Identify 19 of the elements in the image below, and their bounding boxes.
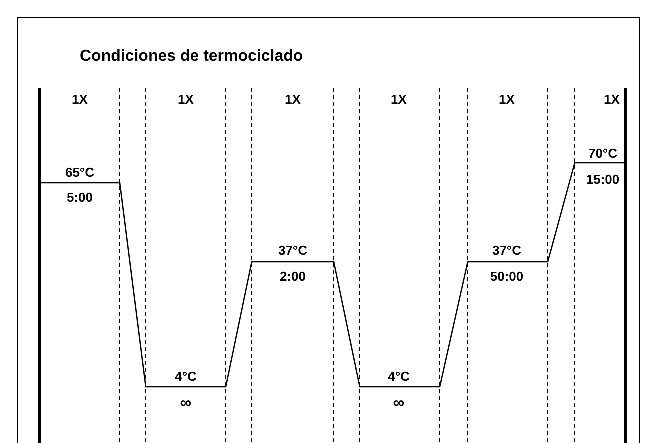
- step-label: 5:00: [66, 190, 94, 206]
- step-label: 4°C: [175, 369, 197, 385]
- cycle-count: 1X: [178, 92, 194, 108]
- step-label: 2:00: [280, 269, 306, 285]
- cycle-count: 1X: [604, 92, 620, 108]
- step-label: ∞: [180, 396, 192, 412]
- cycle-count: 1X: [72, 92, 88, 108]
- step-label: 15:00: [586, 172, 620, 188]
- step-label: ∞: [393, 396, 405, 412]
- step-label: 65°C: [65, 165, 95, 181]
- cycle-count: 1X: [499, 92, 515, 108]
- cycle-count: 1X: [391, 92, 407, 108]
- step-label: 50:00: [490, 269, 524, 285]
- title: Condiciones de termociclado: [80, 48, 304, 66]
- cycle-count: 1X: [285, 92, 301, 108]
- step-label: 37°C: [278, 243, 308, 259]
- step-label: 37°C: [492, 243, 522, 259]
- step-label: 4°C: [388, 369, 410, 385]
- step-label: 70°C: [588, 146, 618, 162]
